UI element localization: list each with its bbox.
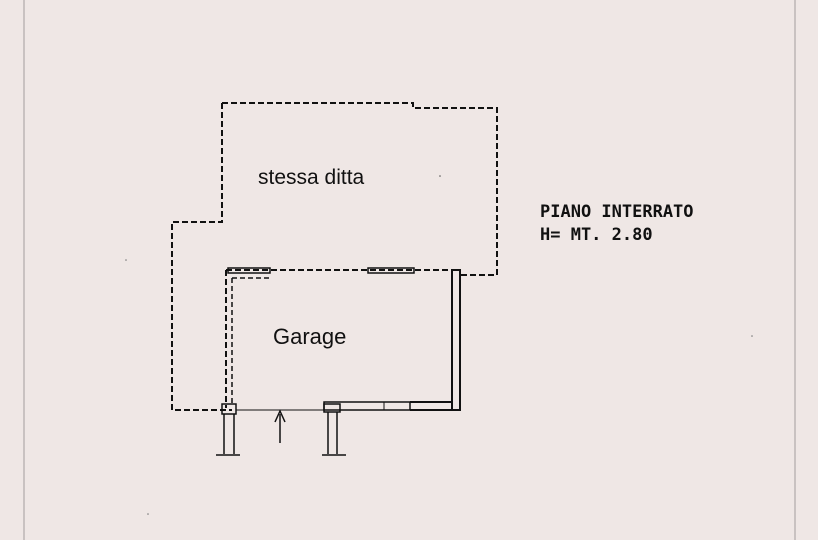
page-border-left <box>23 0 25 540</box>
garage-dashed-walls <box>225 269 452 408</box>
entrance-arrow-icon <box>274 409 286 443</box>
scan-speck <box>751 335 753 337</box>
room-label-garage: Garage <box>273 324 346 349</box>
scan-speck <box>125 259 127 261</box>
scan-speck <box>147 513 149 515</box>
garage-inner-dashed-wall <box>231 277 270 405</box>
bottom-window <box>323 401 411 411</box>
floor-level-label: PIANO INTERRATO <box>540 202 694 222</box>
room-label-stessa-ditta: stessa ditta <box>258 166 365 189</box>
page-border-right <box>794 0 796 540</box>
neighbour-boundary <box>171 102 498 411</box>
wall-bottom-right <box>410 401 460 411</box>
right-pillar <box>323 403 341 413</box>
floor-height-label: H= MT. 2.80 <box>540 225 653 245</box>
wall-top-segment-left <box>227 267 271 274</box>
left-pillar <box>221 403 237 415</box>
wall-top-segment-right <box>367 267 415 274</box>
scan-speck <box>439 175 441 177</box>
wall-right-solid <box>451 269 461 411</box>
